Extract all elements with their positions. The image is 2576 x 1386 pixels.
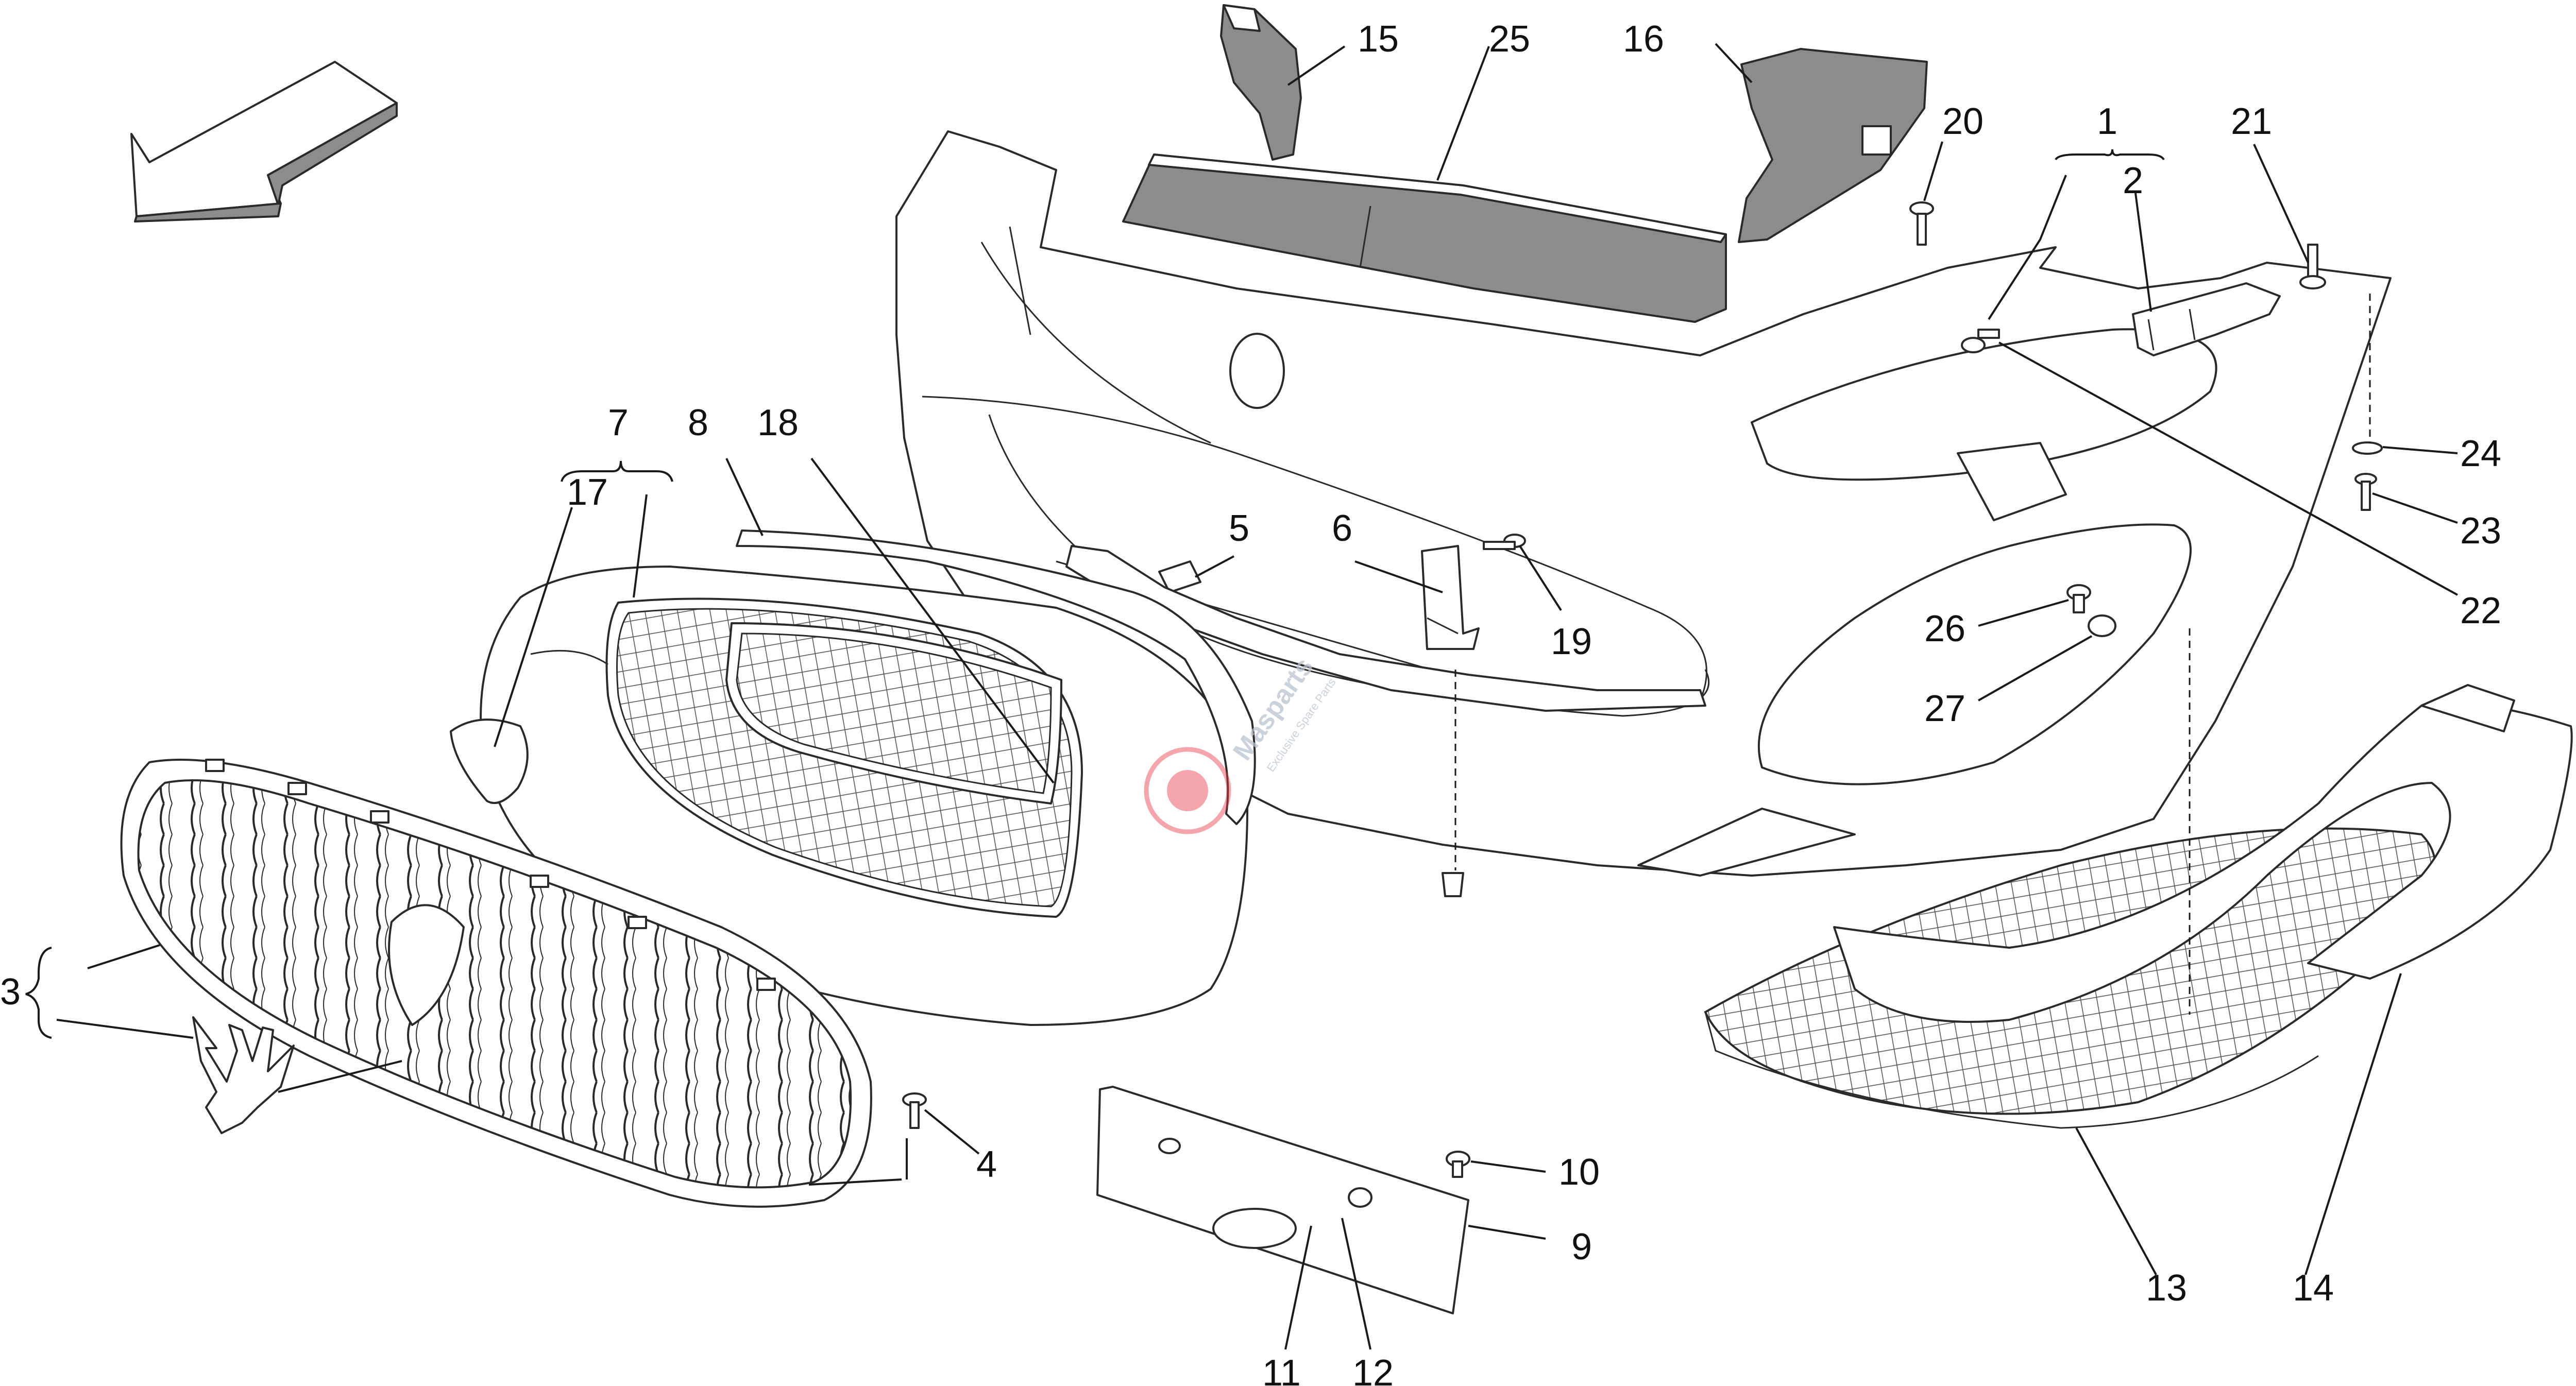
watermark-logo-icon — [1144, 747, 1231, 834]
callout-10: 10 — [1558, 1152, 1600, 1193]
callout-13: 13 — [2146, 1268, 2187, 1309]
callout-15: 15 — [1358, 19, 1399, 60]
part-9-license-plate-holder — [1096, 1086, 1469, 1314]
fastener-22 — [1961, 329, 2000, 353]
fastener-20 — [1909, 201, 1934, 246]
callout-22: 22 — [2460, 590, 2501, 631]
callout-25: 25 — [1489, 19, 1530, 60]
fastener-27 — [2088, 614, 2116, 637]
callout-labels: 15 25 16 20 1 2 21 24 23 22 26 27 19 6 5… — [0, 19, 2501, 1386]
part-6-bracket — [1421, 545, 1480, 650]
callout-20: 20 — [1942, 101, 1984, 142]
alignment-lines — [1454, 294, 2371, 1015]
part-2-mounting-bracket — [2132, 282, 2281, 356]
callout-5: 5 — [1229, 508, 1249, 549]
callout-17: 17 — [567, 472, 608, 513]
part-17-cap — [450, 718, 529, 804]
part-25-air-duct — [1122, 153, 1727, 323]
callout-6: 6 — [1332, 508, 1352, 549]
part-8-housing-trim — [736, 529, 1256, 825]
part-5-clip — [1158, 560, 1201, 593]
fastener-23 — [2354, 473, 2377, 511]
callout-27: 27 — [1924, 688, 1965, 729]
fastener-4 — [902, 1092, 927, 1129]
callout-12: 12 — [1352, 1353, 1394, 1386]
callout-24: 24 — [2460, 433, 2501, 474]
fastener-10 — [1446, 1151, 1470, 1178]
callout-21: 21 — [2231, 101, 2272, 142]
callout-23: 23 — [2460, 510, 2501, 552]
callout-2: 2 — [2123, 160, 2143, 201]
callout-9: 9 — [1571, 1226, 1592, 1268]
callout-14: 14 — [2293, 1268, 2334, 1309]
leader-lines — [25, 43, 2458, 1350]
callout-1: 1 — [2097, 101, 2117, 142]
part-15-bracket — [1220, 4, 1302, 161]
fastener-bottom — [1442, 872, 1464, 897]
callout-3: 3 — [0, 971, 21, 1013]
callout-16: 16 — [1623, 19, 1664, 60]
callout-26: 26 — [1924, 608, 1965, 649]
callout-19: 19 — [1551, 621, 1592, 662]
callout-7: 7 — [608, 402, 629, 443]
fastener-19 — [1483, 534, 1526, 550]
callout-8: 8 — [688, 402, 708, 443]
callout-4: 4 — [976, 1144, 997, 1185]
fastener-26 — [2066, 584, 2091, 613]
trident-emblem-icon — [192, 1016, 295, 1134]
part-1-front-bumper — [895, 130, 2392, 877]
part-14-side-duct-bracket — [1833, 684, 2573, 1023]
callout-11: 11 — [1262, 1353, 1301, 1386]
callout-18: 18 — [757, 402, 799, 443]
part-16-side-duct — [1738, 48, 1928, 243]
grille-tabs — [205, 759, 776, 991]
part-3-front-grille — [120, 759, 872, 1208]
fastener-24-washer — [2352, 441, 2383, 455]
direction-arrow-icon — [130, 61, 398, 223]
